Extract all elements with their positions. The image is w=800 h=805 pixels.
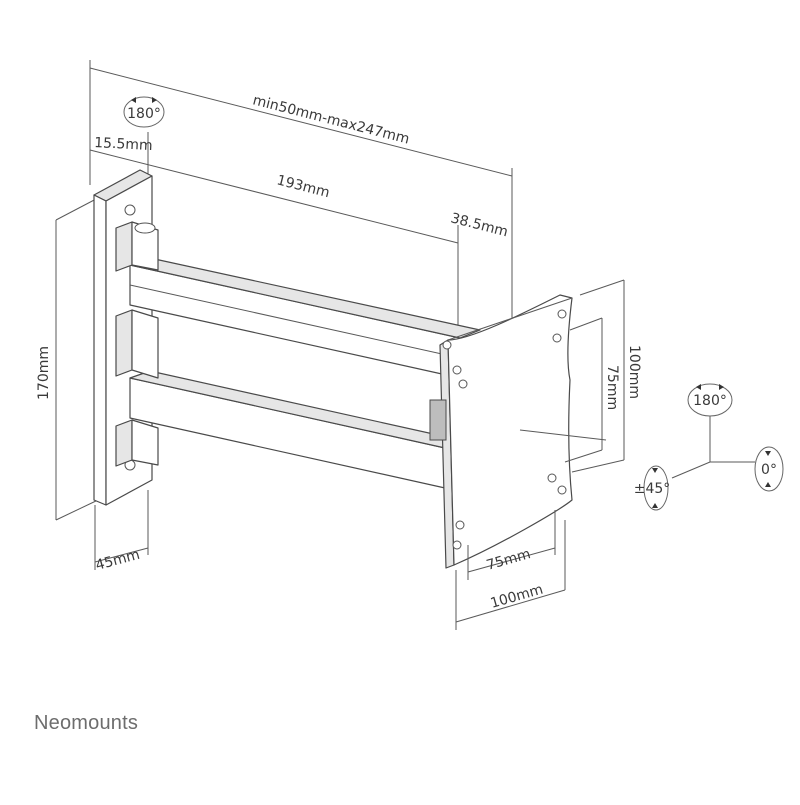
rotate-label: 0° <box>761 462 777 478</box>
wall-depth-label: 45mm <box>94 547 142 574</box>
rotation-axes <box>519 415 755 479</box>
wall-swivel-label: 180° <box>127 106 161 122</box>
height-dimension: 170mm <box>36 197 99 521</box>
wall-plate-offset-label: 15.5mm <box>94 135 153 154</box>
lower-arm <box>129 370 466 489</box>
height-label: 170mm <box>36 346 52 400</box>
tilt-badge: ±45° <box>634 465 671 511</box>
wall-swivel-badge: 180° <box>123 96 165 128</box>
upper-arm <box>129 257 481 379</box>
arm-length-label: 193mm <box>275 172 331 201</box>
vesa-large-h-label: 100mm <box>626 345 642 399</box>
extension-label: min50mm-max247mm <box>251 92 411 147</box>
vesa-small-v-label: 75mm <box>485 546 533 574</box>
tilt-label: ±45° <box>634 481 671 497</box>
pan-label: 180° <box>693 393 727 409</box>
pan-badge: 180° <box>687 383 733 417</box>
vesa-plate <box>429 294 573 569</box>
brand-logo: Neomounts <box>34 712 139 734</box>
vesa-large-v-label: 100mm <box>489 582 545 612</box>
vesa-small-h-label: 75mm <box>604 365 620 410</box>
wall-hinges <box>115 221 159 467</box>
rotate-badge: 0° <box>754 446 784 492</box>
vesa-vertical-dimensions: 100mm 75mm <box>564 279 642 473</box>
